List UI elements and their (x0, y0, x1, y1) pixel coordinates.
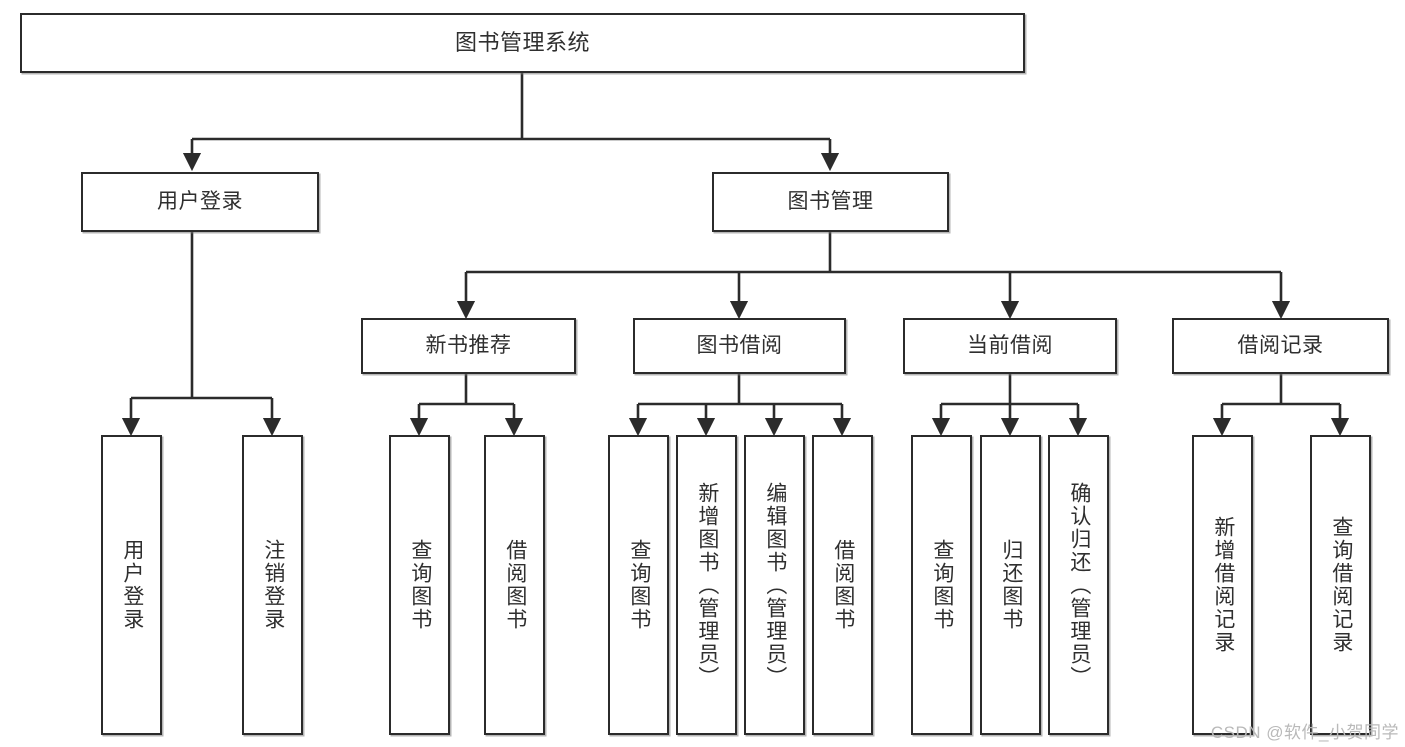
node-label: 注销登录 (261, 539, 285, 631)
node-current-borrow[interactable]: 当前借阅 (903, 318, 1117, 374)
leaf-borrow-record-add[interactable]: 新增借阅记录 (1192, 435, 1253, 735)
leaf-new-book-borrow[interactable]: 借阅图书 (484, 435, 545, 735)
leaf-user-login-logout[interactable]: 注销登录 (242, 435, 303, 735)
node-label: 查询图书 (627, 539, 651, 631)
node-label: 确认归还（管理员） (1067, 481, 1091, 689)
node-book-borrow[interactable]: 图书借阅 (633, 318, 846, 374)
node-label: 编辑图书（管理员） (763, 481, 787, 689)
node-root-book-management-system[interactable]: 图书管理系统 (20, 13, 1025, 73)
node-label: 图书借阅 (696, 334, 783, 358)
node-label: 查询图书 (930, 539, 954, 631)
node-label: 用户登录 (157, 190, 243, 214)
node-label: 查询借阅记录 (1329, 516, 1353, 654)
leaf-current-borrow-query[interactable]: 查询图书 (911, 435, 972, 735)
leaf-new-book-query[interactable]: 查询图书 (389, 435, 450, 735)
node-label: 借阅图书 (503, 539, 527, 631)
node-label: 用户登录 (120, 539, 144, 631)
node-new-book-recommend[interactable]: 新书推荐 (361, 318, 576, 374)
node-label: 借阅记录 (1237, 334, 1324, 358)
leaf-book-borrow-edit[interactable]: 编辑图书（管理员） (744, 435, 805, 735)
leaf-user-login-login[interactable]: 用户登录 (101, 435, 162, 735)
node-user-login[interactable]: 用户登录 (81, 172, 319, 232)
node-label: 新增图书（管理员） (695, 481, 719, 689)
node-label: 查询图书 (408, 539, 432, 631)
node-label: 当前借阅 (967, 334, 1053, 358)
leaf-book-borrow-add[interactable]: 新增图书（管理员） (676, 435, 737, 735)
csdn-watermark: CSDN @软件_小贺同学 (1210, 723, 1399, 742)
leaf-current-borrow-confirm-return[interactable]: 确认归还（管理员） (1048, 435, 1109, 735)
node-label: 借阅图书 (831, 539, 855, 631)
node-label: 图书管理系统 (454, 29, 590, 55)
node-book-management[interactable]: 图书管理 (712, 172, 949, 232)
node-label: 新增借阅记录 (1211, 516, 1235, 654)
node-label: 图书管理 (787, 190, 874, 214)
node-borrow-record[interactable]: 借阅记录 (1172, 318, 1389, 374)
leaf-current-borrow-return[interactable]: 归还图书 (980, 435, 1041, 735)
leaf-book-borrow-query[interactable]: 查询图书 (608, 435, 669, 735)
node-label: 新书推荐 (425, 334, 512, 358)
node-label: 归还图书 (999, 539, 1023, 631)
leaf-book-borrow-borrow[interactable]: 借阅图书 (812, 435, 873, 735)
leaf-borrow-record-query[interactable]: 查询借阅记录 (1310, 435, 1371, 735)
